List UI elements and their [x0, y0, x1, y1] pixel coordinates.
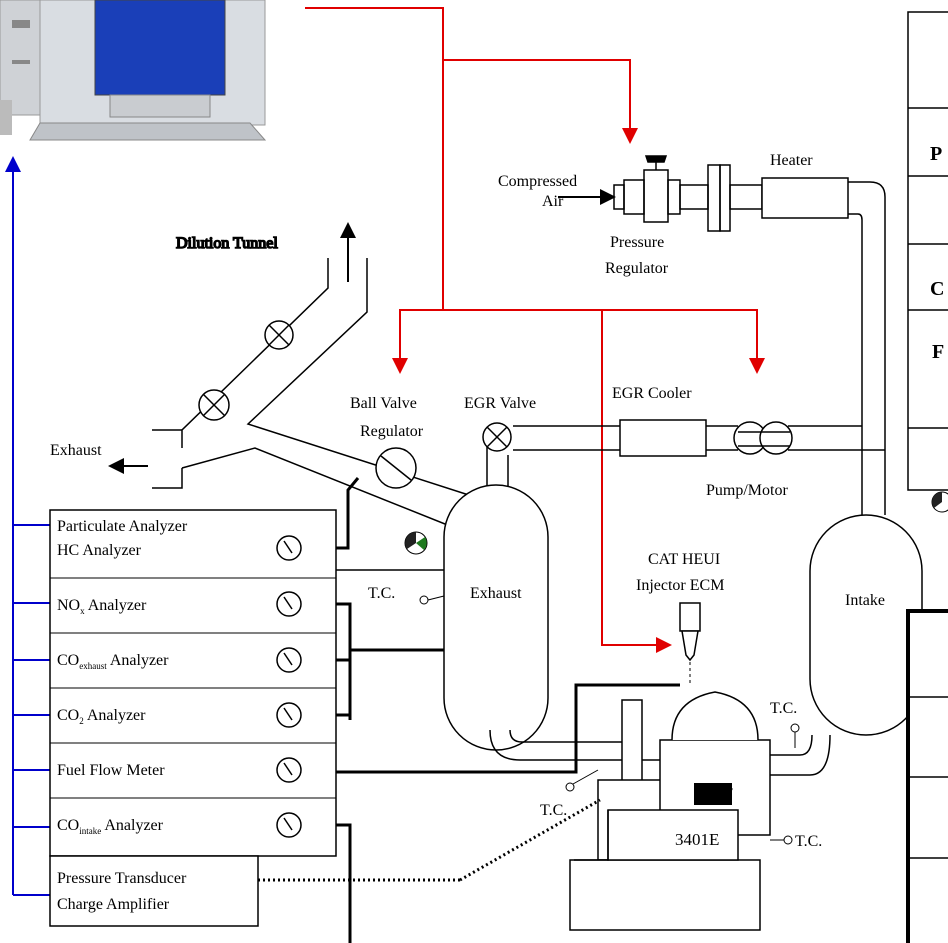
dilution-valve-lower: [199, 390, 229, 420]
pressure-gauge-exhaust: [405, 532, 427, 554]
co-intake-analyzer: COintake Analyzer: [57, 817, 164, 836]
ball-valve-label-1: Ball Valve: [350, 395, 417, 412]
svg-text:Particulate Analyzer: Particulate Analyzer: [57, 518, 188, 535]
nox-analyzer: NOx Analyzer: [57, 597, 147, 616]
svg-text:Dilution Tunnel: Dilution Tunnel: [176, 235, 278, 252]
cat-logo: CAT: [694, 783, 733, 805]
svg-text:Pressure Transducer: Pressure Transducer: [57, 870, 187, 887]
ball-valve-label-2: Regulator: [360, 423, 424, 440]
svg-text:T.C.: T.C.: [770, 700, 797, 717]
thermocouple-engine-left: T.C.: [540, 770, 598, 819]
svg-text:Injector ECM: Injector ECM: [636, 577, 724, 594]
svg-text:Heater: Heater: [770, 152, 813, 169]
svg-text:Pump/Motor: Pump/Motor: [706, 482, 788, 499]
co-exhaust-analyzer: COexhaust Analyzer: [57, 652, 169, 671]
svg-text:Air: Air: [542, 193, 564, 210]
svg-text:Regulator: Regulator: [605, 260, 669, 277]
intake-air-pipe: [848, 182, 885, 515]
svg-text:COexhaust Analyzer: COexhaust Analyzer: [57, 652, 169, 671]
thermocouple-exhaust: T.C.: [368, 585, 444, 604]
svg-text:HC Analyzer: HC Analyzer: [57, 542, 142, 559]
computer-icon: [0, 0, 265, 140]
pump-motor: Pump/Motor: [706, 422, 792, 499]
right-table-bottom: [908, 611, 948, 943]
dilution-valve-upper: [265, 321, 293, 349]
compressed-air-inlet: Compressed Air: [498, 173, 612, 210]
thermocouple-intake: T.C.: [770, 700, 799, 748]
pressure-regulator: [614, 156, 762, 231]
svg-text:T.C.: T.C.: [795, 833, 822, 850]
svg-text:NOx Analyzer: NOx Analyzer: [57, 597, 147, 616]
svg-text:F: F: [932, 341, 944, 363]
pressure-gauge-intake: [932, 492, 948, 512]
egr-valve-label: EGR Valve: [464, 395, 536, 412]
cat-heui-injector: CAT HEUI Injector ECM: [636, 551, 724, 685]
intake-manifold-tank: Intake: [810, 515, 922, 735]
svg-text:T.C.: T.C.: [540, 802, 567, 819]
egr-cooler: EGR Cooler: [612, 385, 706, 456]
right-table-top: P C F: [908, 12, 948, 490]
svg-text:CAT HEUI: CAT HEUI: [648, 551, 720, 568]
ball-valve-regulator: [376, 448, 416, 488]
svg-text:EGR Cooler: EGR Cooler: [612, 385, 692, 402]
svg-text:Charge Amplifier: Charge Amplifier: [57, 896, 170, 913]
exhaust-manifold-tank: Exhaust: [444, 485, 548, 750]
svg-text:Compressed: Compressed: [498, 173, 577, 190]
svg-text:Exhaust: Exhaust: [470, 585, 522, 602]
svg-text:Pressure: Pressure: [610, 234, 664, 251]
svg-text:Exhaust: Exhaust: [50, 442, 102, 459]
fuel-flow-meter: Fuel Flow Meter: [57, 762, 165, 779]
svg-text:C: C: [930, 278, 944, 300]
svg-text:T.C.: T.C.: [368, 585, 395, 602]
svg-text:CO2 Analyzer: CO2 Analyzer: [57, 707, 146, 726]
thermocouple-engine-right: T.C.: [770, 833, 822, 850]
dilution-tunnel: Dilution Tunnel: [152, 226, 475, 530]
exhaust-outlet: Exhaust: [50, 442, 148, 466]
egr-valve: [483, 423, 511, 451]
svg-text:Intake: Intake: [845, 592, 885, 609]
co2-analyzer: CO2 Analyzer: [57, 707, 146, 726]
svg-text:CAT: CAT: [697, 785, 733, 805]
engine-model-label: 3401E: [675, 830, 719, 849]
heater: Heater: [762, 152, 848, 218]
svg-text:COintake Analyzer: COintake Analyzer: [57, 817, 164, 836]
pressure-regulator-label: Pressure Regulator: [605, 234, 669, 277]
svg-text:P: P: [930, 143, 942, 165]
data-acquisition-line: [13, 160, 50, 895]
